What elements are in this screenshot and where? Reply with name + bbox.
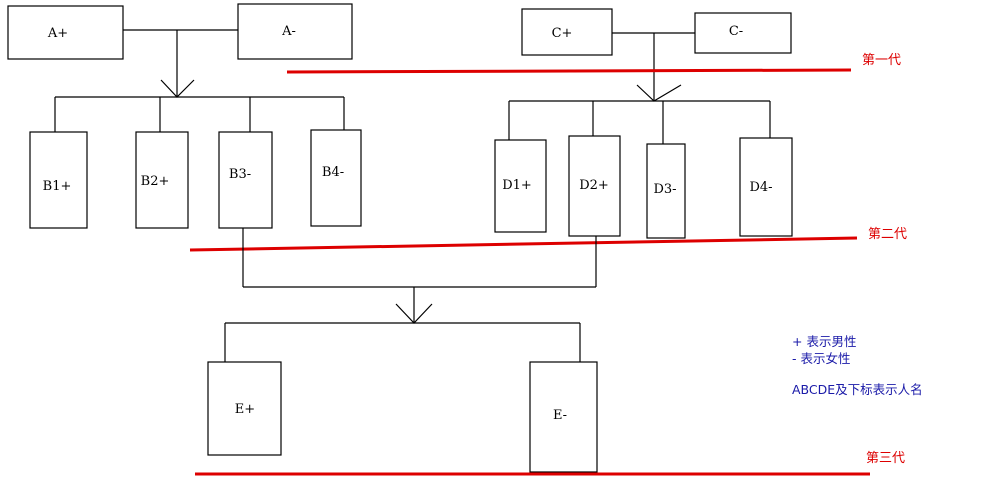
person-label-d1: D1+ — [502, 178, 532, 193]
person-box-d3 — [646, 143, 686, 239]
person-box-a-minus — [237, 3, 353, 60]
person-label-e-minus: E- — [553, 408, 567, 423]
legend-female: - 表示女性 — [792, 351, 850, 366]
person-label-c-plus: C+ — [552, 26, 573, 41]
person-box-d2 — [568, 135, 621, 237]
person-box-c-minus — [694, 12, 792, 54]
generation-label-3: 第三代 — [866, 451, 905, 466]
legend-names: ABCDE及下标表示人名 — [792, 382, 923, 397]
person-label-c-minus: C- — [729, 24, 743, 39]
person-box-b3 — [218, 131, 273, 229]
person-label-d4: D4- — [749, 180, 772, 195]
generation-label-2: 第二代 — [868, 227, 907, 242]
person-box-b1 — [29, 131, 88, 229]
person-box-d4 — [739, 137, 793, 237]
person-label-d3: D3- — [653, 182, 676, 197]
person-box-e-plus — [207, 361, 282, 456]
person-box-e-minus — [529, 361, 598, 473]
person-box-b2 — [135, 131, 189, 229]
generation-line-2 — [189, 236, 858, 252]
person-label-b3: B3- — [229, 167, 251, 182]
person-label-e-plus: E+ — [235, 402, 255, 417]
person-box-d1 — [494, 139, 547, 233]
person-label-b4: B4- — [322, 165, 344, 180]
person-label-a-plus: A+ — [47, 26, 68, 41]
person-box-c-plus — [521, 8, 613, 56]
generation-line-1 — [286, 68, 852, 74]
legend-male: + 表示男性 — [792, 334, 856, 349]
person-box-a-plus — [7, 5, 124, 60]
person-label-b2: B2+ — [141, 174, 170, 189]
person-label-b1: B1+ — [43, 179, 72, 194]
generation-label-1: 第一代 — [862, 53, 901, 68]
person-label-a-minus: A- — [281, 24, 296, 39]
arrow-head-c — [636, 84, 682, 102]
person-box-b4 — [310, 129, 362, 227]
person-label-d2: D2+ — [579, 178, 609, 193]
